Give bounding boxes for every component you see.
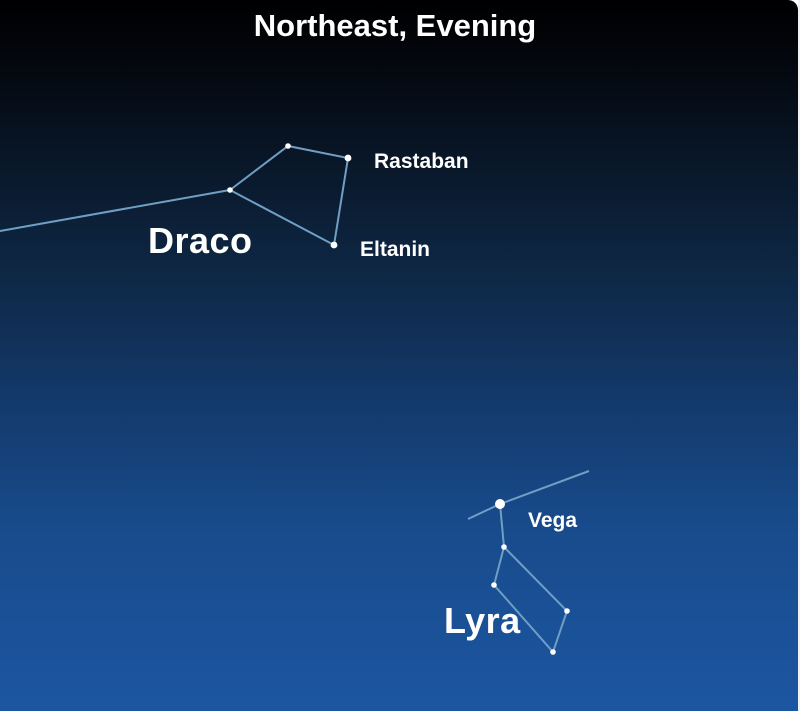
lyra-constellation: Vega Lyra — [444, 470, 590, 655]
lyra-label: Lyra — [444, 600, 521, 641]
rastaban-label: Rastaban — [374, 150, 469, 173]
draco-constellation: Rastaban Eltanin Draco — [0, 143, 469, 261]
draco-label: Draco — [148, 220, 253, 261]
map-title: Northeast, Evening — [254, 8, 537, 43]
eltanin-label: Eltanin — [360, 238, 430, 261]
lyra-star — [501, 544, 507, 550]
page-edge — [798, 0, 800, 711]
lyra-neck-line — [499, 503, 505, 548]
lyra-star — [550, 649, 556, 655]
vega-star — [495, 499, 505, 509]
vega-label: Vega — [528, 509, 577, 532]
eltanin-star — [330, 241, 338, 249]
lyra-star — [564, 608, 570, 614]
draco-star — [285, 143, 291, 149]
draco-star — [227, 187, 233, 193]
draco-tail-line — [0, 189, 231, 232]
rastaban-star — [344, 154, 352, 162]
lyra-star — [491, 582, 497, 588]
